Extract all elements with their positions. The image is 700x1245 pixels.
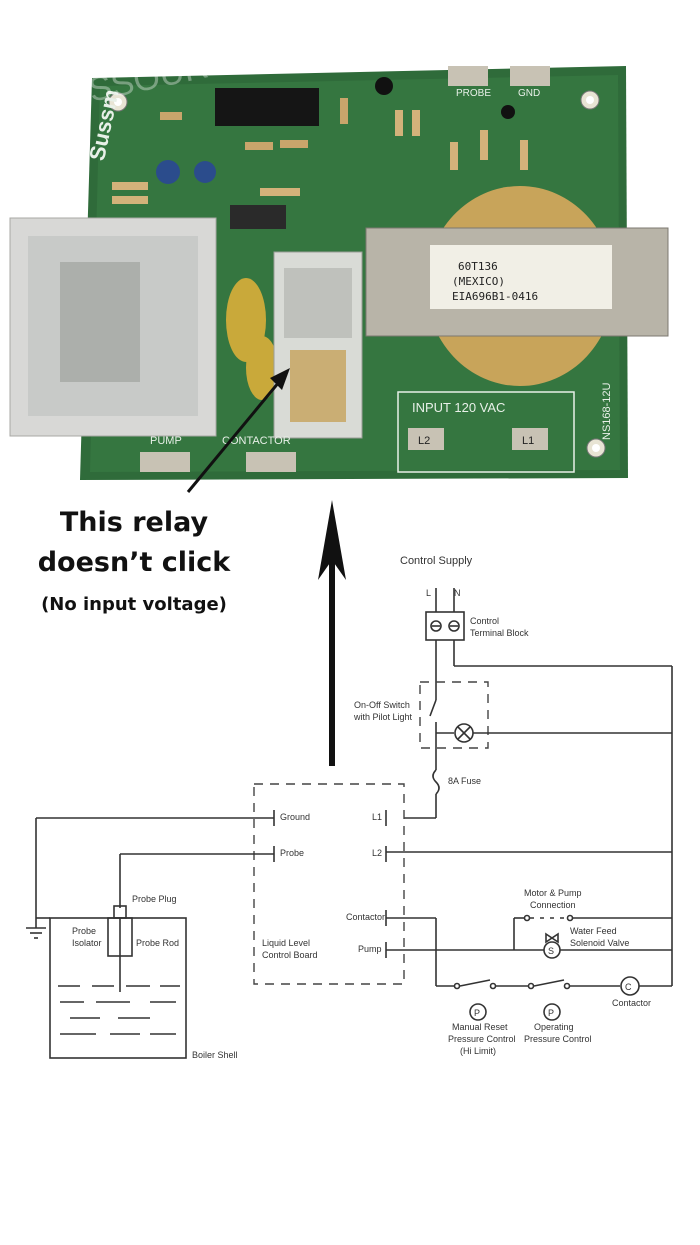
fuse-icon xyxy=(432,769,440,795)
terminal-block-label: Control xyxy=(470,616,499,626)
callout-line-1: This relay xyxy=(59,507,209,538)
probe-isolator-label: Isolator xyxy=(72,938,102,948)
transistor xyxy=(375,77,393,95)
operating-pressure-icon xyxy=(543,1003,561,1021)
l2-terminal-label: L2 xyxy=(372,848,382,858)
control-supply-title: Control Supply xyxy=(400,555,473,567)
probe-plug-icon xyxy=(113,905,127,919)
callout-arrow xyxy=(270,368,290,390)
callout-line-2: doesn’t click xyxy=(37,547,231,578)
control-board-photo: PROBE GND Sussm 60T136 (MEXICO) EIA696B1… xyxy=(0,37,669,493)
pump-terminal xyxy=(140,452,190,472)
callout-line-3: (No input voltage) xyxy=(41,594,227,615)
switch-label: On-Off Switch xyxy=(354,700,410,710)
solenoid-symbol: S xyxy=(548,946,554,956)
contactor-silkscreen: CONTACTOR xyxy=(222,435,291,447)
resistor-array xyxy=(112,98,528,204)
pump-silkscreen: PUMP xyxy=(150,435,182,447)
probe-terminal-label: Probe xyxy=(280,848,304,858)
ground-symbol-icon xyxy=(26,927,46,939)
l2-terminal xyxy=(408,428,444,450)
contactor-coil-icon xyxy=(620,976,640,996)
solenoid-valve-icon xyxy=(543,941,561,959)
pilot-light-icon xyxy=(454,723,474,743)
motor-pump-label: Connection xyxy=(530,900,576,910)
gnd-silkscreen: GND xyxy=(518,88,540,99)
boiler-shell xyxy=(49,917,187,1059)
probe-rod-label: Probe Rod xyxy=(136,938,179,948)
line-n-label: N xyxy=(454,588,461,598)
control-terminal-block xyxy=(425,611,465,641)
transformer-label xyxy=(430,245,612,309)
board-label: Liquid Level xyxy=(262,938,310,948)
operating-label: Operating xyxy=(534,1022,574,1032)
switch-label: with Pilot Light xyxy=(353,712,413,722)
motor-pump-label: Motor & Pump xyxy=(524,888,582,898)
manual-reset-label: Manual Reset xyxy=(452,1022,508,1032)
manual-reset-label: Pressure Control xyxy=(448,1034,516,1044)
input-silkscreen: INPUT 120 VAC xyxy=(412,400,505,415)
l1-terminal-label: L1 xyxy=(372,812,382,822)
l1-terminal xyxy=(512,428,548,450)
contactor-terminal-label: Contactor xyxy=(346,912,385,922)
water-feed-label: Solenoid Valve xyxy=(570,938,629,948)
l2-silkscreen: L2 xyxy=(418,435,430,447)
liquid-level-control-board xyxy=(253,783,405,985)
probe-terminal xyxy=(448,66,488,86)
transformer-label-line: 60T136 xyxy=(458,260,498,273)
transformer-label-line: EIA696B1-0416 xyxy=(452,290,538,303)
manual-reset-pressure-icon xyxy=(469,1003,487,1021)
ground-terminal-label: Ground xyxy=(280,812,310,822)
gnd-terminal xyxy=(510,66,550,86)
l1-silkscreen: L1 xyxy=(522,435,534,447)
pressure-symbol: P xyxy=(474,1008,480,1018)
water-feed-label: Water Feed xyxy=(570,926,617,936)
ic-chip xyxy=(215,88,319,126)
probe-isolator xyxy=(107,917,133,957)
fuse-label: 8A Fuse xyxy=(448,776,481,786)
switch-enclosure xyxy=(419,681,489,749)
terminal-block-label: Terminal Block xyxy=(470,628,529,638)
transformer-label-line: (MEXICO) xyxy=(452,275,505,288)
manual-reset-label: (Hi Limit) xyxy=(460,1046,496,1056)
water-level-lines xyxy=(58,985,180,1035)
board-label: Control Board xyxy=(262,950,318,960)
probe-silkscreen: PROBE xyxy=(456,88,491,99)
operating-label: Pressure Control xyxy=(524,1034,592,1044)
probe-plug-label: Probe Plug xyxy=(132,894,177,904)
capacitor xyxy=(156,160,180,184)
boiler-shell-label: Boiler Shell xyxy=(192,1050,238,1060)
line-l-label: L xyxy=(426,588,431,598)
pressure-symbol: P xyxy=(548,1008,554,1018)
pump-terminal-label: Pump xyxy=(358,944,382,954)
contactor-symbol: C xyxy=(625,982,632,992)
probe-isolator-label: Probe xyxy=(72,926,96,936)
contactor-coil-label: Contactor xyxy=(612,998,651,1008)
part-number-silkscreen: NS168-12U xyxy=(601,382,613,440)
contactor-terminal xyxy=(246,452,296,472)
